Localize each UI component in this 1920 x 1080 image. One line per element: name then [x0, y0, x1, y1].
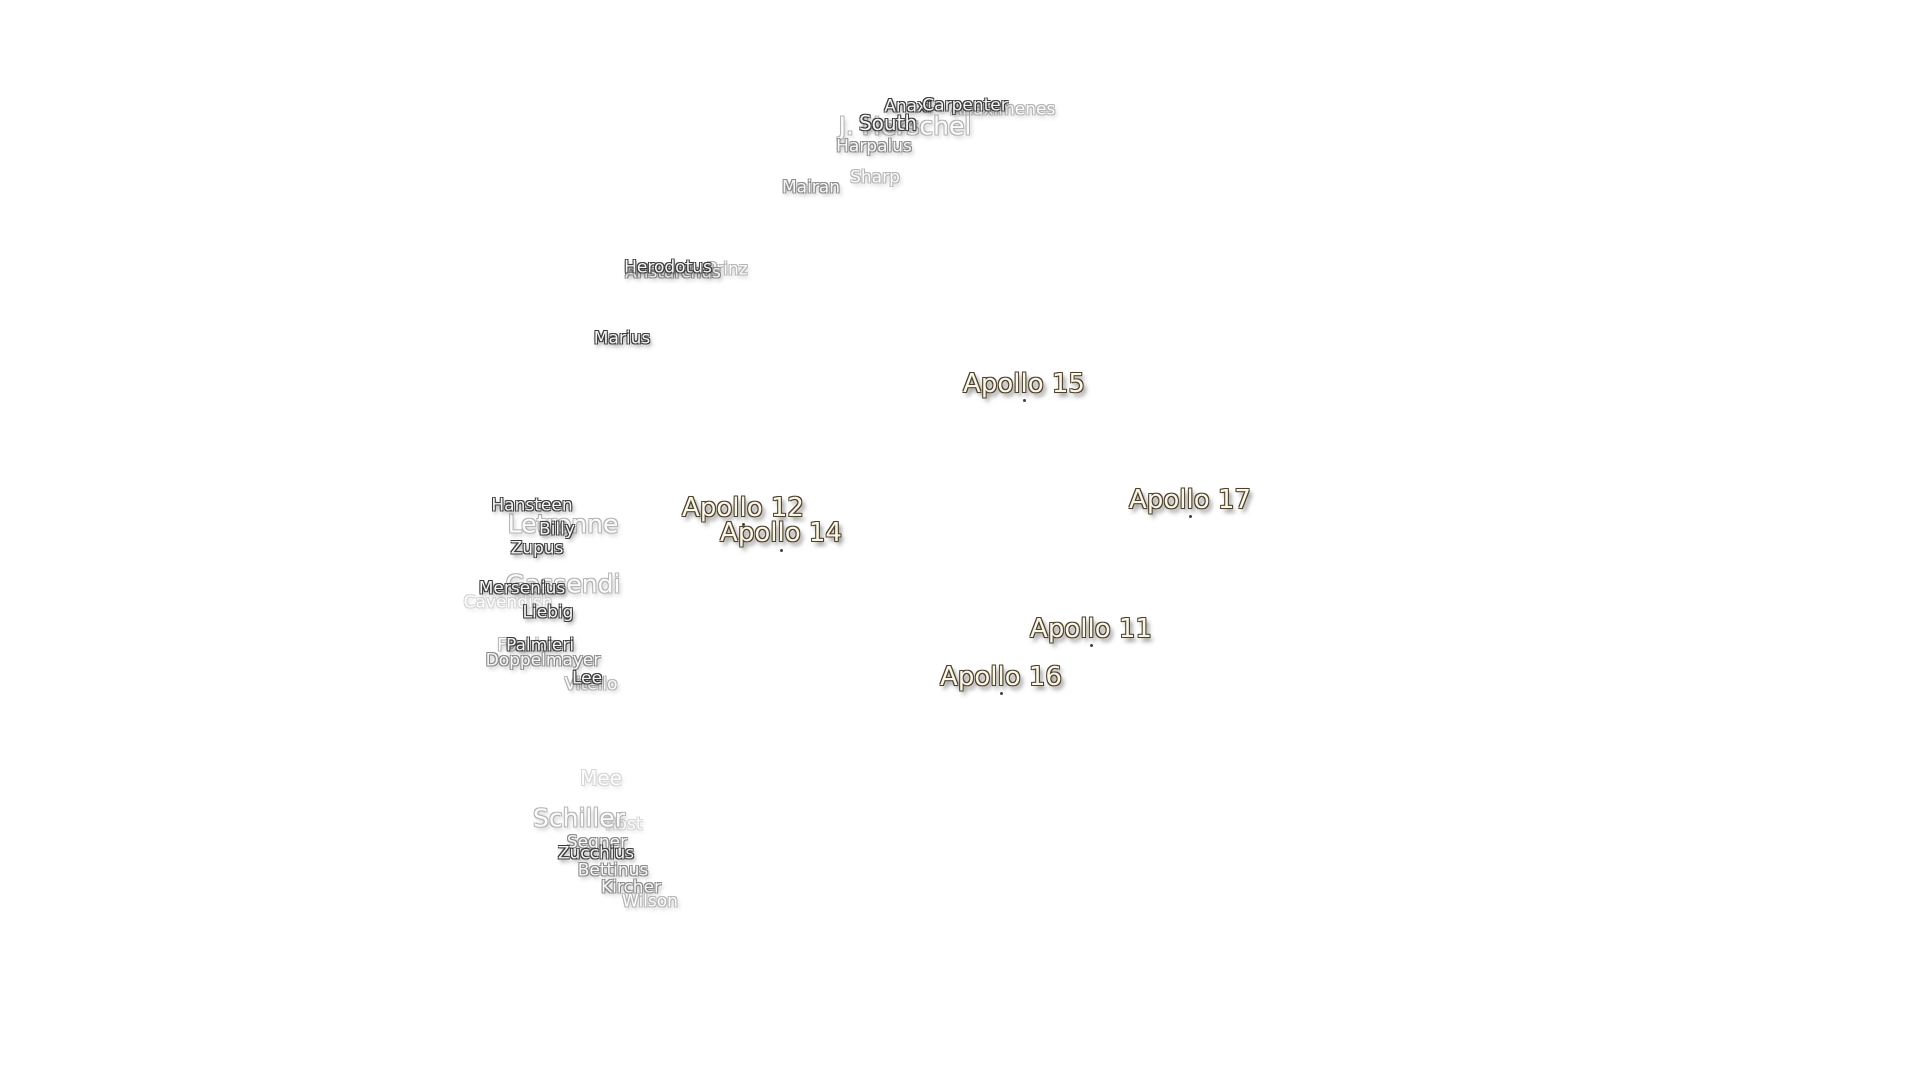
crater-label-kircher[interactable]: Kircher — [600, 877, 662, 898]
crater-label-wilson[interactable]: Wilson — [622, 891, 678, 912]
crater-label-prinz[interactable]: Prinz — [706, 259, 748, 280]
landing-site-marker-apollo-15[interactable] — [1022, 399, 1026, 402]
landing-site-label-apollo-12[interactable]: Apollo 12 — [682, 493, 804, 523]
crater-label-cavendish[interactable]: Cavendish — [463, 592, 553, 613]
crater-label-rost[interactable]: Rost — [605, 814, 643, 835]
crater-label-liebig[interactable]: Liebig — [522, 602, 574, 623]
landing-site-label-apollo-17[interactable]: Apollo 17 — [1129, 485, 1251, 515]
crater-label-letronne[interactable]: Letronne — [507, 509, 619, 539]
crater-label-vitello[interactable]: Vitello — [564, 674, 618, 695]
crater-label-mee[interactable]: Mee — [580, 766, 622, 790]
crater-label-south[interactable]: South — [858, 111, 918, 135]
crater-label-fourier[interactable]: Fourier — [497, 635, 557, 656]
crater-label-carpenter[interactable]: Carpenter — [922, 95, 1008, 116]
crater-label-billy[interactable]: Billy — [539, 519, 575, 540]
crater-label-doppelmayer[interactable]: Doppelmayer — [485, 650, 601, 671]
crater-label-segner[interactable]: Segner — [566, 832, 628, 853]
crater-label-sharp[interactable]: Sharp — [850, 167, 900, 188]
crater-label-zucchius[interactable]: Zucchius — [557, 843, 635, 864]
landing-site-marker-apollo-11[interactable] — [1089, 644, 1093, 647]
landing-site-marker-apollo-16[interactable] — [999, 692, 1003, 695]
crater-label-mersenius[interactable]: Mersenius — [478, 578, 566, 599]
crater-label-mairan[interactable]: Mairan — [782, 177, 840, 198]
crater-label-aristarchus[interactable]: Aristarchus — [625, 262, 721, 283]
crater-label-marius[interactable]: Marius — [593, 328, 651, 349]
landing-site-marker-apollo-12[interactable] — [741, 523, 745, 526]
landing-site-marker-apollo-17[interactable] — [1188, 515, 1192, 518]
landing-site-label-apollo-15[interactable]: Apollo 15 — [963, 369, 1085, 399]
crater-label-harpalus[interactable]: Harpalus — [836, 136, 912, 157]
crater-label-gassendi[interactable]: Gassendi — [505, 569, 621, 599]
landing-site-label-apollo-11[interactable]: Apollo 11 — [1030, 614, 1152, 644]
crater-label-hansteen[interactable]: Hansteen — [491, 495, 573, 516]
crater-label-palmieri[interactable]: Palmieri — [505, 635, 575, 656]
crater-label-schiller[interactable]: Schiller — [533, 803, 625, 833]
crater-label-zupus[interactable]: Zupus — [510, 538, 564, 559]
landing-site-marker-apollo-14[interactable] — [779, 549, 783, 552]
crater-label-bettinus[interactable]: Bettinus — [577, 860, 649, 881]
landing-site-label-apollo-16[interactable]: Apollo 16 — [940, 662, 1062, 692]
crater-label-anaxi[interactable]: Anaxi — [884, 96, 932, 117]
crater-label-lee[interactable]: Lee — [571, 668, 603, 689]
crater-label-anaximenes[interactable]: Anaximenes — [950, 99, 1056, 120]
landing-site-label-apollo-14[interactable]: Apollo 14 — [720, 518, 842, 548]
crater-label-herodotus[interactable]: Herodotus — [624, 257, 712, 278]
crater-label-j-herschel[interactable]: J. Herschel — [838, 111, 972, 141]
